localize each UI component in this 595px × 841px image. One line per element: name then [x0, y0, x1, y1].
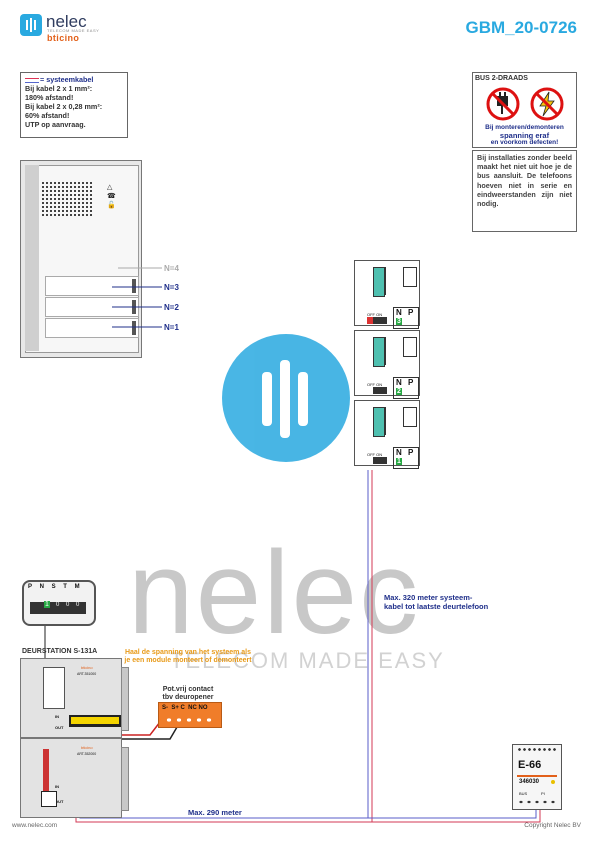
no-plug-icon [486, 87, 520, 121]
partner-logo: bticino [47, 33, 80, 43]
bus-warning: BUS 2-DRAADS Bij monteren/demonteren spa… [472, 72, 577, 148]
power-supply: E-66 346030 BUS PI [512, 744, 562, 810]
dip-switch-icon [367, 387, 387, 394]
n-value: 2 [396, 388, 402, 395]
phone-stack: N P 3 OFF ON N P 2 OFF ON N P 1 OFF ON [354, 260, 424, 470]
switch-label: OFF ON [367, 312, 383, 317]
max-290-note: Max. 290 meter [188, 808, 242, 817]
switch-label: OFF ON [367, 382, 383, 387]
terminal-value: 0 [66, 602, 70, 608]
door-station: bticino ART.351000 IN OUT bticino ART.35… [20, 658, 129, 818]
terminal-block-icon [373, 407, 385, 437]
legend-line: Bij kabel 2 x 0,28 mm²: [25, 102, 103, 111]
n-value: 1 [396, 458, 402, 465]
bus-title: BUS 2-DRAADS [475, 75, 528, 82]
call-button[interactable] [45, 276, 139, 296]
in-label: IN [55, 784, 59, 789]
out-label: OUT [55, 725, 64, 730]
terminal-block-icon [373, 267, 385, 297]
terminal-value: 1 [44, 601, 50, 608]
switch-label: OFF ON [367, 452, 383, 457]
power-code: 346030 [519, 779, 540, 785]
footer-website: www.nelec.com [12, 822, 58, 829]
relay-title-line: Pot.vrij contact [162, 686, 214, 693]
cable-swatch-icon [25, 77, 39, 83]
terminal-label: M [74, 584, 83, 590]
brand-name: nelec [46, 12, 87, 31]
call-button[interactable] [45, 318, 139, 338]
indoor-phone: N P 1 OFF ON [354, 400, 420, 469]
power-label: BUS [519, 791, 528, 796]
terminal-label: N [39, 584, 47, 590]
n-value: 3 [396, 318, 402, 325]
door-station-note: Haal de spanning van het systeem als je … [124, 649, 252, 665]
bus-message-line: Bij monteren/demonteren [485, 124, 564, 131]
legend-line: Bij kabel 2 x 1 mm²: [25, 84, 93, 93]
station-module: bticino ART.351000 IN OUT [20, 658, 129, 738]
panel-pointers [112, 267, 162, 328]
terminal-value: 0 [56, 602, 60, 608]
bus-message-line: spanning eraf [499, 130, 550, 140]
dip-switch-icon [367, 457, 387, 464]
panel-label-n2: N=2 [164, 303, 179, 312]
terminal-value: 0 [76, 602, 80, 608]
p-label: P [408, 378, 414, 387]
bus-message-line: en voorkom defecten! [490, 138, 559, 146]
door-station-title: DEURSTATION S-131A [22, 648, 98, 655]
legend-cable-label: = systeemkabel [40, 75, 94, 84]
wiring-icon [385, 267, 396, 295]
n-label: N [396, 448, 402, 457]
indoor-phone: N P 2 OFF ON [354, 330, 420, 399]
status-icons: △☎🔓 [107, 184, 116, 209]
bus-message: Bij monteren/demonteren spanning eraf en… [473, 124, 576, 147]
indoor-phone: N P 3 OFF ON [354, 260, 420, 329]
document-code: GBM_20-0726 [465, 18, 577, 37]
terminal-block-icon [373, 337, 385, 367]
terminal-label: S [51, 584, 59, 590]
panel-label-n3: N=3 [164, 283, 179, 292]
cable-legend: = systeemkabel Bij kabel 2 x 1 mm²: 180%… [20, 72, 128, 138]
relay-title: Pot.vrij contact tbv deuropener [150, 686, 226, 703]
brand-tagline: TELECOM MADE EASY [47, 28, 100, 33]
legend-line: UTP op aanvraag. [25, 120, 86, 129]
panel-label-n1: N=1 [164, 323, 179, 332]
relay-title-line: tbv deuropener [162, 694, 214, 702]
wiring-icon [385, 407, 396, 435]
module-code: ART.351000 [77, 672, 97, 676]
watermark-logo-icon [222, 334, 350, 462]
in-label: IN [55, 714, 59, 719]
relay-terminal-labels: S- S+ C NC NO [162, 705, 208, 711]
max-320-note: Max. 320 meter systeem- kabel tot laatst… [384, 593, 489, 612]
n-label: N [396, 308, 402, 317]
nelec-logo-icon [20, 14, 42, 36]
module-code: ART.352000 [77, 752, 97, 756]
legend-line: 180% afstand! [25, 93, 74, 102]
relay-module: S- S+ C NC NO [158, 702, 222, 728]
wiring-icon [385, 337, 396, 365]
n-label: N [396, 378, 402, 387]
p-label: P [408, 308, 414, 317]
panel-label-n4: N=4 [164, 264, 179, 273]
power-model: E-66 [518, 759, 542, 771]
station-module: bticino ART.352000 IN OUT [20, 738, 129, 818]
p-label: P [408, 448, 414, 457]
speaker-grille-icon [41, 181, 93, 217]
terminal-detail: P N S T M 1 0 0 0 [22, 580, 96, 626]
watermark-text: nelec [128, 527, 421, 659]
no-electricity-icon [530, 87, 564, 121]
footer-copyright: Copyright Nelec BV [524, 822, 581, 829]
terminal-label: P [28, 584, 35, 590]
installation-note: Bij installaties zonder beeld maakt het … [472, 150, 577, 232]
watermark-subtitle: TELECOM MADE EASY [170, 648, 445, 673]
door-panel: △☎🔓 [20, 160, 142, 358]
legend-line: 60% afstand! [25, 111, 70, 120]
terminal-label: T [63, 584, 70, 590]
power-label: PI [541, 791, 545, 796]
dip-switch-icon [367, 317, 387, 324]
out-label: OUT [55, 799, 64, 804]
